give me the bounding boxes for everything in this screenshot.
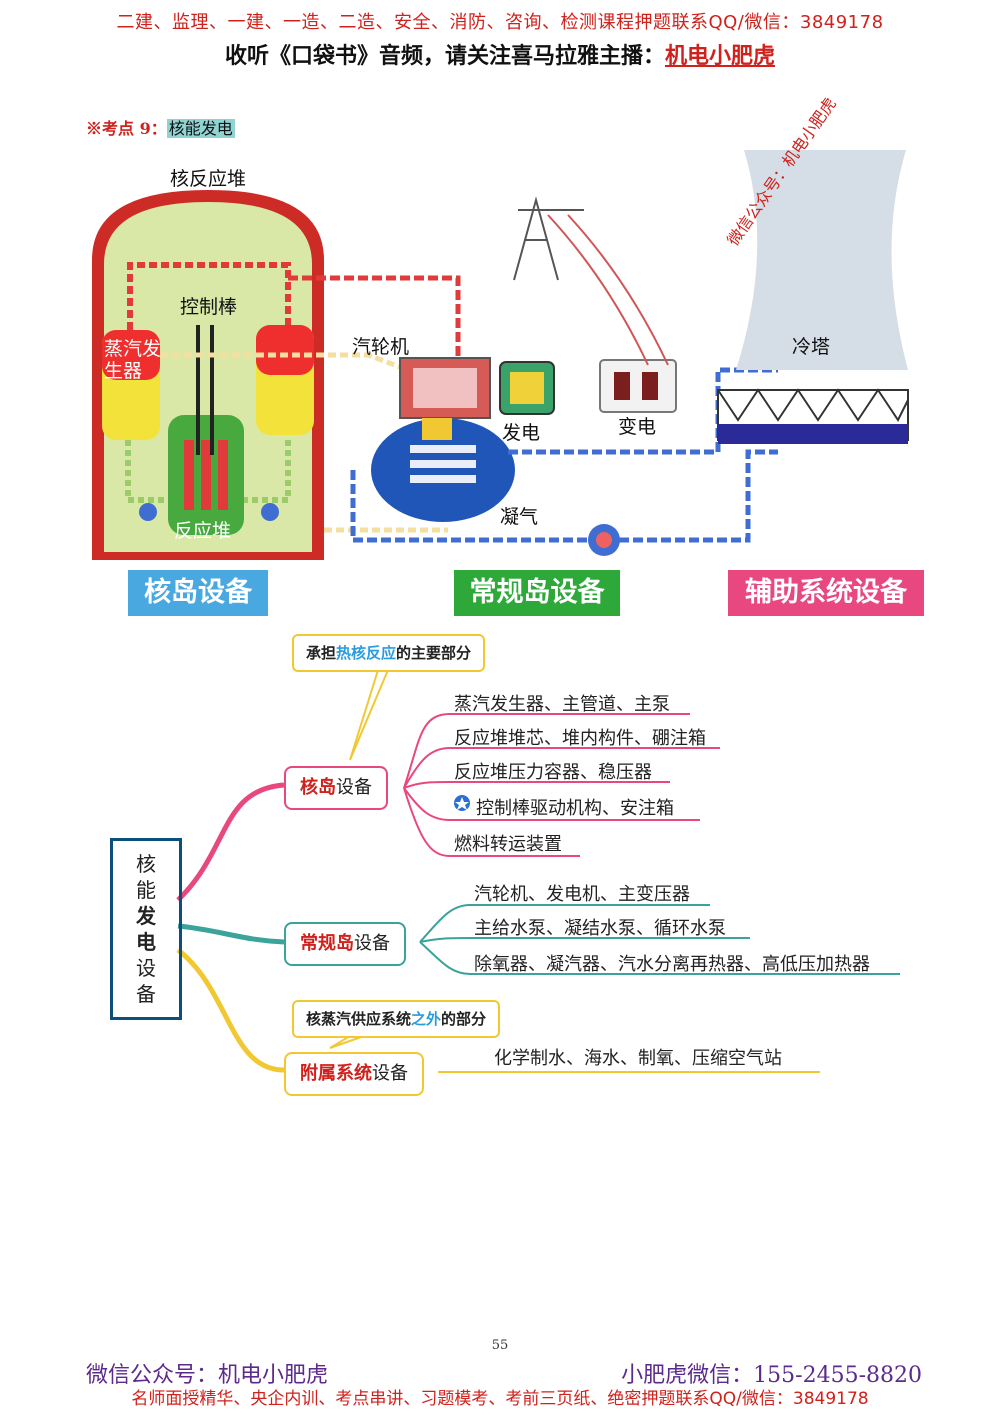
branch-rest: 设备 <box>372 1063 408 1084</box>
control-rod-1 <box>196 325 200 455</box>
root-char: 核 <box>136 852 156 876</box>
anchor-link[interactable]: 机电小肥虎 <box>665 44 776 69</box>
callout-text: 的部分 <box>441 1010 487 1028</box>
root-char: 能 <box>136 878 156 902</box>
branch-bold: 常规岛 <box>300 933 354 954</box>
root-char: 设 <box>136 956 156 980</box>
leaf-item: 燃料转运装置 <box>454 834 562 855</box>
callout-text: 核蒸汽供应系统 <box>306 1010 412 1028</box>
plant-illustration <box>92 150 909 560</box>
branch-nuclear-island: 核岛设备 <box>284 766 388 810</box>
cooling-water-pipe <box>350 449 778 543</box>
cooling-tower <box>736 150 908 370</box>
section-marker: ※考点 9： <box>86 119 167 138</box>
mind-map-connectors <box>176 669 900 1073</box>
section-title: 核能发电 <box>166 119 235 138</box>
callout-highlight: 热核反应 <box>336 644 397 662</box>
header-audio-line: 收听《口袋书》音频，请关注喜马拉雅主播：机电小肥虎 <box>0 38 1000 70</box>
callout-nuclear-island: 承担热核反应的主要部分 <box>292 634 486 672</box>
section-heading: ※考点 9：核能发电 <box>86 115 235 139</box>
steam-line <box>288 275 461 368</box>
primary-pump-right <box>261 503 279 521</box>
label-transformer: 变电 <box>618 416 657 438</box>
page-number: 55 <box>491 1338 509 1353</box>
label-condenser: 凝气 <box>500 506 539 528</box>
root-char: 备 <box>136 982 156 1006</box>
callout-text: 的主要部分 <box>396 644 472 662</box>
label-turbine: 汽轮机 <box>352 336 410 358</box>
leaf-item: 汽轮机、发电机、主变压器 <box>474 884 690 905</box>
leaf-item: 化学制水、海水、制氧、压缩空气站 <box>494 1048 782 1069</box>
label-control-rod: 控制棒 <box>180 296 238 318</box>
branch-auxiliary-system: 附属系统设备 <box>284 1052 424 1096</box>
condenser <box>371 418 515 522</box>
label-generator: 发电 <box>502 422 541 444</box>
leaf-item: 反应堆堆芯、堆内构件、硼注箱 <box>454 728 706 749</box>
primary-pipe-top <box>127 262 291 330</box>
root-char: 发 <box>136 904 156 928</box>
nuclear-plant-diagram: 核反应堆 控制棒 蒸汽发生器 反应堆 汽轮机 发电 变电 凝气 冷塔 微信公众号… <box>88 94 926 620</box>
branch-conventional-island: 常规岛设备 <box>284 922 406 966</box>
label-reactor-building: 核反应堆 <box>170 168 247 190</box>
control-rod-2 <box>210 325 214 455</box>
zone-conventional-island: 常规岛设备 <box>454 570 620 616</box>
leaf-item: 蒸汽发生器、主管道、主泵 <box>454 694 670 715</box>
branch-bold: 核岛 <box>300 777 336 798</box>
label-steam-generator: 蒸汽发生器 <box>104 338 162 382</box>
label-cooling-tower: 冷塔 <box>792 336 831 358</box>
header-promo-line: 二建、监理、一建、一造、二造、安全、消防、咨询、检测课程押题联系QQ/微信：38… <box>116 12 884 33</box>
callout-text: 承担 <box>306 644 337 662</box>
branch-bold: 附属系统 <box>300 1063 372 1084</box>
mind-map: 核 能 发 电 设 备 承担热核反应的主要部分 核蒸汽供应系统之外的部分 核岛设… <box>0 630 1000 1100</box>
zone-nuclear-island: 核岛设备 <box>128 570 268 616</box>
leaf-item: 控制棒驱动机构、安注箱 <box>476 798 674 819</box>
leaf-item: 除氧器、凝汽器、汽水分离再热器、高低压加热器 <box>474 954 870 975</box>
header-audio-prefix: 收听《口袋书》音频，请关注喜马拉雅主播： <box>224 44 665 69</box>
containment-inner <box>104 202 312 552</box>
footer-wechat-account: 微信公众号：机电小肥虎 <box>86 1363 329 1388</box>
power-tower <box>513 196 584 281</box>
root-char: 电 <box>136 930 156 954</box>
footer-promo-line: 名师面授精华、央企内训、考点串讲、习题模考、考前三页纸、绝密押题联系QQ/微信：… <box>131 1389 869 1409</box>
callout-highlight: 之外 <box>411 1010 442 1028</box>
footer-wechat-contact: 小肥虎微信：155-2455-8820 <box>621 1363 922 1388</box>
branch-rest: 设备 <box>336 777 372 798</box>
leaf-item: 反应堆压力容器、稳压器 <box>454 762 652 783</box>
branch-rest: 设备 <box>354 933 390 954</box>
primary-pump-left <box>139 503 157 521</box>
transformer <box>599 359 677 413</box>
callout-auxiliary: 核蒸汽供应系统之外的部分 <box>292 1000 501 1038</box>
leaf-item: 主给水泵、凝结水泵、循环水泵 <box>474 918 726 939</box>
zone-auxiliary-system: 辅助系统设备 <box>728 570 924 616</box>
mind-map-root: 核 能 发 电 设 备 <box>110 838 182 1020</box>
label-reactor: 反应堆 <box>174 520 232 542</box>
